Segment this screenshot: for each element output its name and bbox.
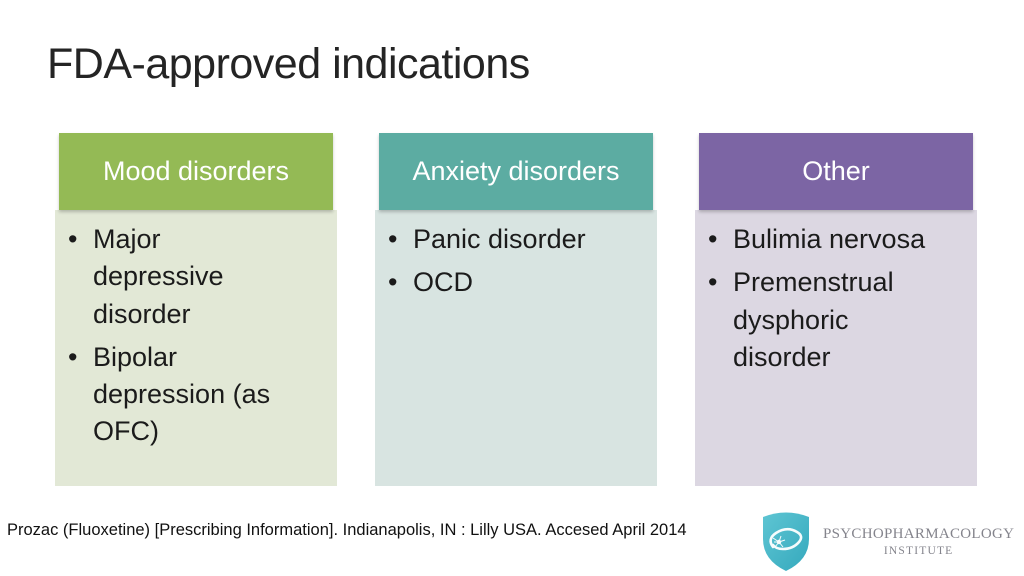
bullet-item: Major depressive disorder: [68, 221, 337, 333]
column-header-label: Anxiety disorders: [412, 156, 620, 186]
column-header-label: Mood disorders: [102, 156, 290, 186]
logo-text-block: PSYCHOPHARMACOLOGY INSTITUTE: [823, 509, 1014, 557]
logo-wordmark: PSYCHOPHARMACOLOGY: [823, 526, 1015, 542]
bullet-icon: [68, 221, 93, 333]
bullet-item: Panic disorder: [388, 221, 657, 258]
bullet-item-label: Major depressive disorder: [93, 224, 224, 329]
bullet-item: Bipolar depression (as OFC): [68, 339, 337, 451]
slide-title: FDA-approved indications: [47, 40, 530, 88]
column-anxiety-disorders: Anxiety disorders Panic disorder OCD: [375, 133, 657, 486]
logo-institute-label: INSTITUTE: [883, 545, 954, 557]
column-body: Bulimia nervosa Premenstrual dysphoric d…: [695, 210, 977, 486]
citation-text: Prozac (Fluoxetine) [Prescribing Informa…: [7, 521, 687, 539]
column-other: Other Bulimia nervosa Premenstrual dysph…: [695, 133, 977, 486]
bullet-item-label: OCD: [413, 267, 473, 298]
bullet-item: OCD: [388, 264, 657, 301]
bullet-item-label: Premenstrual dysphoric disorder: [733, 267, 894, 372]
column-body: Panic disorder OCD: [375, 210, 657, 486]
bullet-icon: [388, 221, 413, 258]
column-header: Anxiety disorders: [379, 133, 653, 210]
bullet-item-label: Bulimia nervosa: [733, 224, 926, 254]
bullet-icon: [388, 264, 413, 301]
column-header: Mood disorders: [59, 133, 333, 210]
psychopharmacology-institute-logo: PSYCHOPHARMACOLOGY INSTITUTE: [759, 509, 1014, 572]
indication-columns: Mood disorders Major depressive disorder…: [55, 133, 977, 486]
bullet-item: Bulimia nervosa: [708, 221, 977, 258]
bullet-icon: [708, 221, 733, 258]
column-mood-disorders: Mood disorders Major depressive disorder…: [55, 133, 337, 486]
bullet-item-label: Bipolar depression (as OFC): [93, 341, 271, 447]
column-body: Major depressive disorder Bipolar depres…: [55, 210, 337, 486]
bullet-item-label: Panic disorder: [413, 224, 586, 254]
column-header-label: Other: [802, 156, 870, 186]
bullet-icon: [68, 339, 93, 451]
shield-logo-icon: [763, 512, 809, 571]
column-header: Other: [699, 133, 973, 210]
bullet-icon: [708, 264, 733, 376]
bullet-item: Premenstrual dysphoric disorder: [708, 264, 977, 376]
